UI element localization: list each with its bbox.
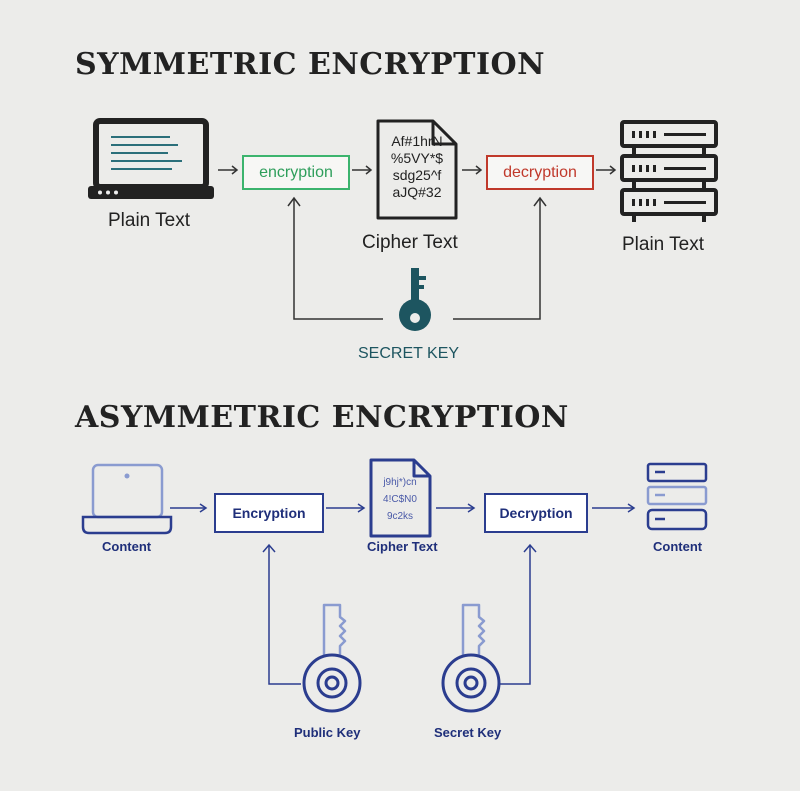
asymmetric-title: ASYMMETRIC ENCRYPTION — [75, 400, 569, 435]
symmetric-title: SYMMETRIC ENCRYPTION — [75, 47, 546, 82]
asym-cipher-text-label: Cipher Text — [367, 539, 438, 554]
arrow-icon — [326, 503, 366, 513]
document-icon — [376, 119, 458, 220]
secret-key-label: SECRET KEY — [358, 345, 460, 362]
document-icon — [369, 458, 432, 538]
arrow-icon — [352, 165, 373, 175]
asym-secret-key-label: Secret Key — [434, 725, 502, 740]
content-right-label: Content — [653, 539, 703, 554]
cipher-content: Af#1hrN %5VY*$ sdg25^f aJQ#32 — [380, 133, 454, 201]
asym-encryption-box: Encryption — [214, 493, 324, 533]
key-path-connector — [262, 543, 537, 685]
laptop-icon — [81, 463, 173, 535]
laptop-icon — [88, 118, 214, 199]
server-icon — [620, 120, 718, 222]
cipher-line: Af#1hrN — [391, 133, 443, 149]
server-icon — [646, 462, 708, 531]
arrow-icon — [592, 503, 636, 513]
arrow-icon — [596, 165, 617, 175]
key-path-connector — [287, 196, 547, 320]
arrow-icon — [218, 165, 239, 175]
decryption-box: decryption — [486, 155, 594, 190]
cipher-line: aJQ#32 — [392, 184, 442, 200]
asym-cipher-content: j9hj*)cn 4!C$N0 9c2ks — [372, 474, 428, 525]
public-key-label: Public Key — [294, 725, 361, 740]
cipher-line: j9hj*)cn — [383, 477, 417, 488]
arrow-icon — [462, 165, 483, 175]
arrow-icon — [170, 503, 208, 513]
cipher-text-label: Cipher Text — [362, 232, 458, 253]
encryption-box: encryption — [242, 155, 350, 190]
cipher-line: sdg25^f — [392, 167, 442, 183]
plain-text-right-label: Plain Text — [622, 234, 705, 255]
cipher-line: %5VY*$ — [390, 150, 444, 166]
asym-decryption-box: Decryption — [484, 493, 588, 533]
secret-key-icon — [441, 603, 501, 713]
arrow-icon — [436, 503, 476, 513]
content-left-label: Content — [102, 539, 152, 554]
public-key-icon — [302, 603, 362, 713]
cipher-line: 4!C$N0 — [383, 494, 417, 505]
key-icon — [399, 268, 431, 331]
plain-text-left-label: Plain Text — [108, 210, 191, 231]
cipher-line: 9c2ks — [386, 511, 414, 522]
